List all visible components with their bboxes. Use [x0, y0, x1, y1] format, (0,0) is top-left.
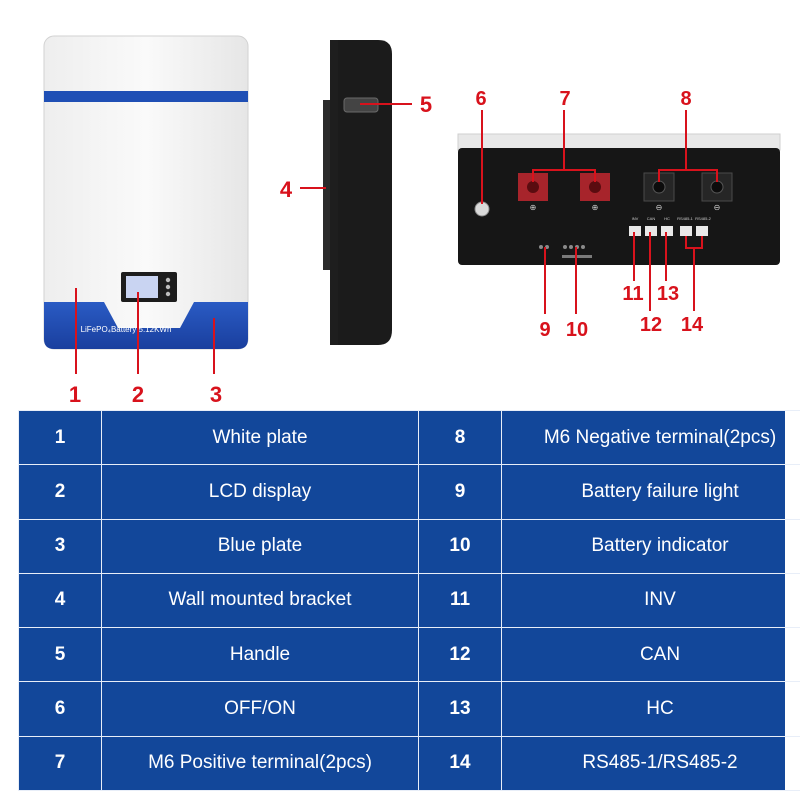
callout-13: 13 — [657, 283, 679, 305]
negative-terminal-bolt — [710, 180, 724, 194]
item-description: CAN — [501, 627, 800, 683]
callout-6: 6 — [475, 88, 486, 110]
blue-plate — [44, 302, 248, 349]
port-label-inv: INV — [632, 216, 639, 221]
battery-diagram: LiFePO₄Battery 5.12KWh ⊕ ⊕ ⊖ ⊖ — [43, 35, 781, 407]
item-description: INV — [501, 572, 800, 629]
hc-port — [661, 226, 673, 236]
can-port — [645, 226, 657, 236]
item-number: 8 — [418, 409, 502, 466]
port-label-rs485-2: RS485-2 — [695, 216, 712, 221]
minus-mark: ⊖ — [714, 203, 721, 212]
plus-mark: ⊕ — [592, 203, 599, 212]
item-description: Blue plate — [101, 518, 419, 574]
item-number: 3 — [18, 518, 102, 574]
front-label: LiFePO₄Battery 5.12KWh — [81, 325, 172, 334]
top-blue-stripe — [44, 91, 248, 102]
item-number: 1 — [18, 409, 102, 466]
rs485-2-port — [696, 226, 708, 236]
item-number: 7 — [18, 735, 102, 792]
item-description: LCD display — [101, 464, 419, 520]
lcd-display — [126, 276, 158, 298]
callout-1: 1 — [69, 382, 81, 407]
item-number: 11 — [418, 572, 502, 629]
callout-2: 2 — [132, 382, 144, 407]
item-description: Wall mounted bracket — [101, 572, 419, 629]
item-number: 2 — [18, 464, 102, 520]
bracket-plate — [330, 40, 338, 345]
battery-side-view — [323, 40, 392, 345]
callout-7: 7 — [559, 88, 570, 110]
battery-failure-light — [539, 245, 543, 249]
item-description: Handle — [101, 627, 419, 683]
battery-indicator-light — [581, 245, 585, 249]
item-description: White plate — [101, 409, 419, 466]
item-number: 6 — [18, 681, 102, 737]
callout-10: 10 — [566, 319, 588, 341]
item-description: HC — [501, 681, 800, 737]
item-number: 13 — [418, 681, 502, 737]
item-number: 10 — [418, 518, 502, 574]
battery-indicator-light — [569, 245, 573, 249]
callout-lines — [75, 103, 718, 374]
item-number: 5 — [18, 627, 102, 683]
terminal-body-top — [457, 133, 781, 151]
negative-terminal-bolt — [652, 180, 666, 194]
callout-14: 14 — [681, 314, 704, 336]
item-number: 12 — [418, 627, 502, 683]
on-off-switch — [474, 201, 490, 217]
item-description: RS485-1/RS485-2 — [501, 735, 800, 792]
callout-5: 5 — [420, 92, 432, 117]
battery-terminal-view: ⊕ ⊕ ⊖ ⊖ INV CAN HC RS485-1 RS485-2 — [457, 133, 781, 265]
battery-indicator-light — [563, 245, 567, 249]
item-description: M6 Positive terminal(2pcs) — [101, 735, 419, 792]
side-body — [338, 40, 392, 345]
item-description: Battery failure light — [501, 464, 800, 520]
port-label-hc: HC — [664, 216, 670, 221]
lcd-button — [165, 291, 171, 297]
inv-port — [629, 226, 641, 236]
callout-3: 3 — [210, 382, 222, 407]
callout-11: 11 — [622, 283, 643, 305]
lcd-button — [165, 277, 171, 283]
item-description: M6 Negative terminal(2pcs) — [501, 409, 800, 466]
rs485-1-port — [680, 226, 692, 236]
positive-terminal-bolt — [527, 181, 539, 193]
item-description: Battery indicator — [501, 518, 800, 574]
plus-mark: ⊕ — [530, 203, 537, 212]
callout-12: 12 — [640, 314, 662, 336]
battery-front-view: LiFePO₄Battery 5.12KWh — [43, 35, 249, 350]
port-label-can: CAN — [647, 216, 656, 221]
callout-9: 9 — [539, 319, 550, 341]
item-number: 4 — [18, 572, 102, 629]
lcd-button — [165, 284, 171, 290]
item-description: OFF/ON — [101, 681, 419, 737]
callout-8: 8 — [680, 88, 691, 110]
port-label-rs485-1: RS485-1 — [677, 216, 694, 221]
callout-4: 4 — [280, 177, 293, 202]
minus-mark: ⊖ — [656, 203, 663, 212]
terminal-body — [458, 148, 780, 265]
positive-terminal-bolt — [589, 181, 601, 193]
item-number: 9 — [418, 464, 502, 520]
item-number: 14 — [418, 735, 502, 792]
